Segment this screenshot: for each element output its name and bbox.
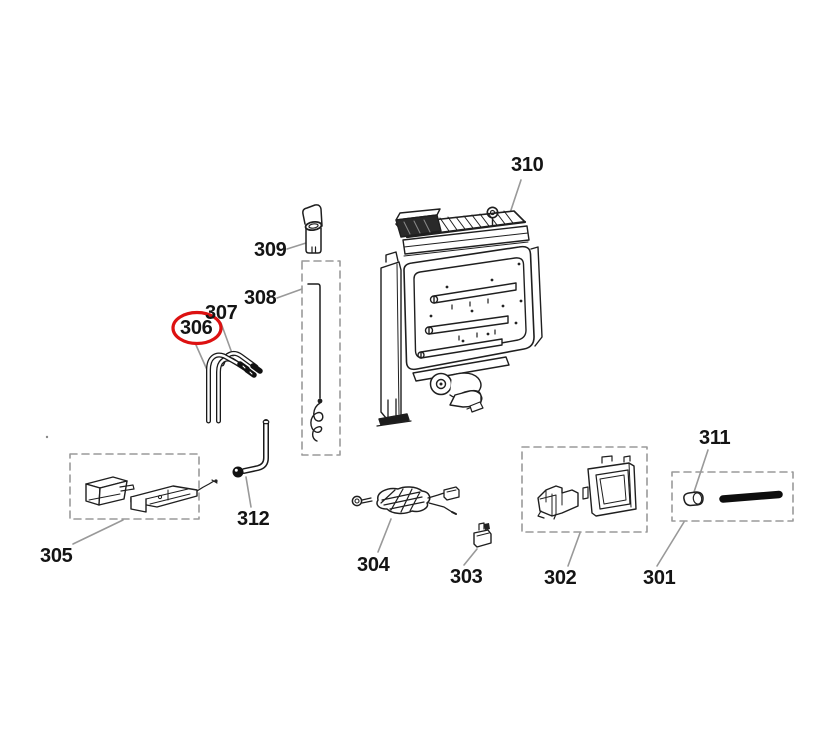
leader-306 xyxy=(195,344,209,373)
callout-310[interactable]: 310 xyxy=(511,154,544,176)
callout-302[interactable]: 302 xyxy=(544,567,577,589)
callout-309[interactable]: 309 xyxy=(254,239,287,261)
part-306-307-drawing xyxy=(206,350,263,424)
part-312-drawing xyxy=(232,419,270,478)
part-302-drawing xyxy=(537,455,637,520)
leader-308 xyxy=(276,288,303,299)
dashed-box-301 xyxy=(671,471,794,522)
leader-304 xyxy=(377,518,392,553)
callout-303[interactable]: 303 xyxy=(450,566,483,588)
dashed-box-308 xyxy=(301,260,341,456)
leader-307 xyxy=(220,322,234,357)
part-310-drawing xyxy=(376,206,543,427)
callout-301[interactable]: 301 xyxy=(643,567,676,589)
stray-dot xyxy=(45,435,49,439)
part-305-drawing xyxy=(85,476,218,513)
callout-308[interactable]: 308 xyxy=(244,287,277,309)
part-301-bar xyxy=(719,490,783,503)
highlight-ellipse-306 xyxy=(171,310,223,346)
part-303-drawing xyxy=(473,522,492,548)
callout-305[interactable]: 305 xyxy=(40,545,73,567)
dashed-box-302 xyxy=(521,446,648,533)
leader-lines xyxy=(72,179,709,567)
leader-305 xyxy=(72,519,124,545)
part-304-drawing xyxy=(351,486,460,515)
dashed-box-305 xyxy=(69,453,200,520)
callout-311[interactable]: 311 xyxy=(699,427,731,449)
leader-309 xyxy=(286,242,307,250)
callout-304[interactable]: 304 xyxy=(357,554,390,576)
leader-312 xyxy=(245,476,252,508)
callout-306-highlighted[interactable]: 306 xyxy=(180,317,213,339)
leader-302 xyxy=(567,532,581,567)
leader-303 xyxy=(463,548,478,566)
leader-301 xyxy=(656,521,685,567)
leader-311 xyxy=(693,449,709,493)
part-301-drawing xyxy=(683,490,783,507)
part-308-drawing xyxy=(307,283,324,442)
callout-307[interactable]: 307 xyxy=(205,302,238,324)
callout-312[interactable]: 312 xyxy=(237,508,270,530)
part-309-drawing xyxy=(302,204,323,254)
